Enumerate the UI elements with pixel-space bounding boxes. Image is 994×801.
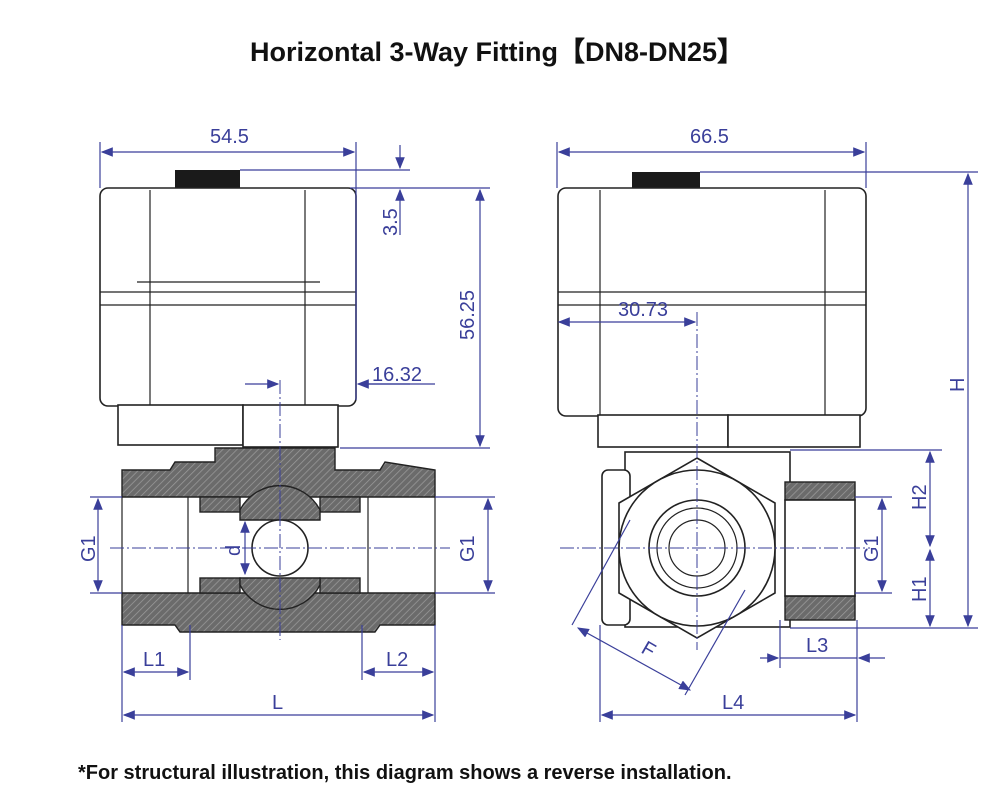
- dim-thread-left: G1: [78, 535, 100, 562]
- dim-width: 54.5: [210, 126, 249, 148]
- front-view: 54.5 3.5 56.25 16.32 G1 G1 d L1 L2 L: [78, 126, 495, 722]
- dim-thread: G1: [861, 535, 883, 562]
- dim-l4: L4: [722, 692, 744, 714]
- dim-thread-right: G1: [457, 535, 479, 562]
- dim-offset: 16.32: [372, 364, 422, 386]
- dim-h2: H2: [909, 484, 931, 510]
- dim-length: L: [272, 692, 283, 714]
- dim-l3: L3: [806, 635, 828, 657]
- dim-bore: d: [223, 545, 245, 556]
- dim-height: 56.25: [457, 290, 479, 340]
- dim-width: 66.5: [690, 126, 729, 148]
- actuator-knob: [175, 170, 240, 190]
- dim-h1: H1: [909, 576, 931, 602]
- dim-total-height: H: [947, 378, 969, 392]
- diagram-title: Horizontal 3-Way Fitting【DN8-DN25】: [249, 37, 744, 67]
- dim-l2: L2: [386, 649, 408, 671]
- dim-knob: 3.5: [380, 208, 402, 236]
- dim-hex: F: [638, 637, 660, 662]
- side-view: 66.5 30.73 H H2 H1 G1 L3 L4 F: [556, 126, 978, 722]
- actuator-housing: [99, 187, 357, 407]
- actuator-knob: [632, 172, 700, 190]
- footnote: *For structural illustration, this diagr…: [78, 762, 732, 784]
- dim-offset: 30.73: [618, 299, 668, 321]
- actuator-housing: [557, 187, 867, 417]
- dim-l1: L1: [143, 649, 165, 671]
